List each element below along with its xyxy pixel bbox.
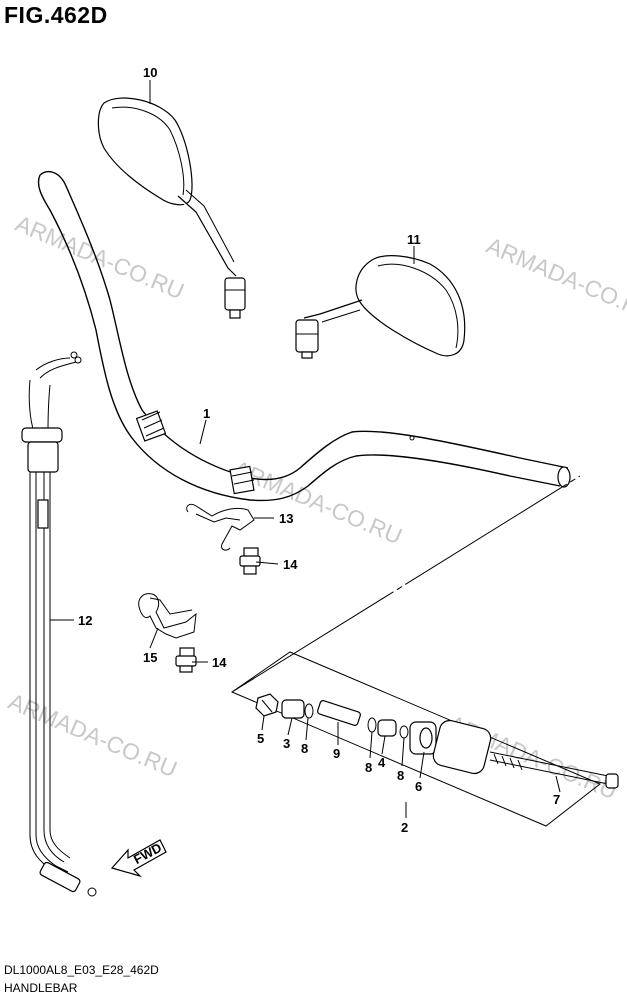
part-10-mirror-left [97, 97, 246, 319]
leader-lines [50, 80, 561, 818]
part-12-throttle-cable [21, 351, 97, 897]
callout-8-c: 8 [397, 768, 404, 783]
figure-name: HANDLEBAR [4, 981, 78, 995]
part-15-cable-clamp [138, 593, 197, 673]
callout-14-a: 14 [283, 557, 298, 572]
callout-8-a: 8 [301, 741, 308, 756]
callout-8-b: 8 [365, 760, 372, 775]
callout-labels: 10 11 1 13 14 12 15 14 5 3 8 9 8 4 8 6 7… [78, 65, 560, 835]
callout-12: 12 [78, 613, 92, 628]
callout-11: 11 [407, 232, 421, 247]
part-13-cable-guide [186, 503, 261, 575]
callout-4: 4 [378, 755, 386, 770]
part-1-handlebar [37, 171, 571, 502]
callout-13: 13 [279, 511, 293, 526]
part-11-mirror-right [295, 255, 466, 359]
callout-3: 3 [283, 736, 290, 751]
part-2-bar-end-assembly [230, 475, 619, 827]
callout-7: 7 [553, 792, 560, 807]
callout-2: 2 [401, 820, 408, 835]
callout-10: 10 [143, 65, 157, 80]
callout-5: 5 [257, 731, 264, 746]
fwd-arrow: FWD [110, 839, 167, 878]
figure-code: DL1000AL8_E03_E28_462D [4, 963, 159, 977]
callout-1: 1 [203, 406, 210, 421]
callout-14-b: 14 [212, 655, 227, 670]
callout-9: 9 [333, 746, 340, 761]
figure-title: FIG.462D [4, 2, 108, 28]
callout-15: 15 [143, 650, 157, 665]
callout-6: 6 [415, 779, 422, 794]
